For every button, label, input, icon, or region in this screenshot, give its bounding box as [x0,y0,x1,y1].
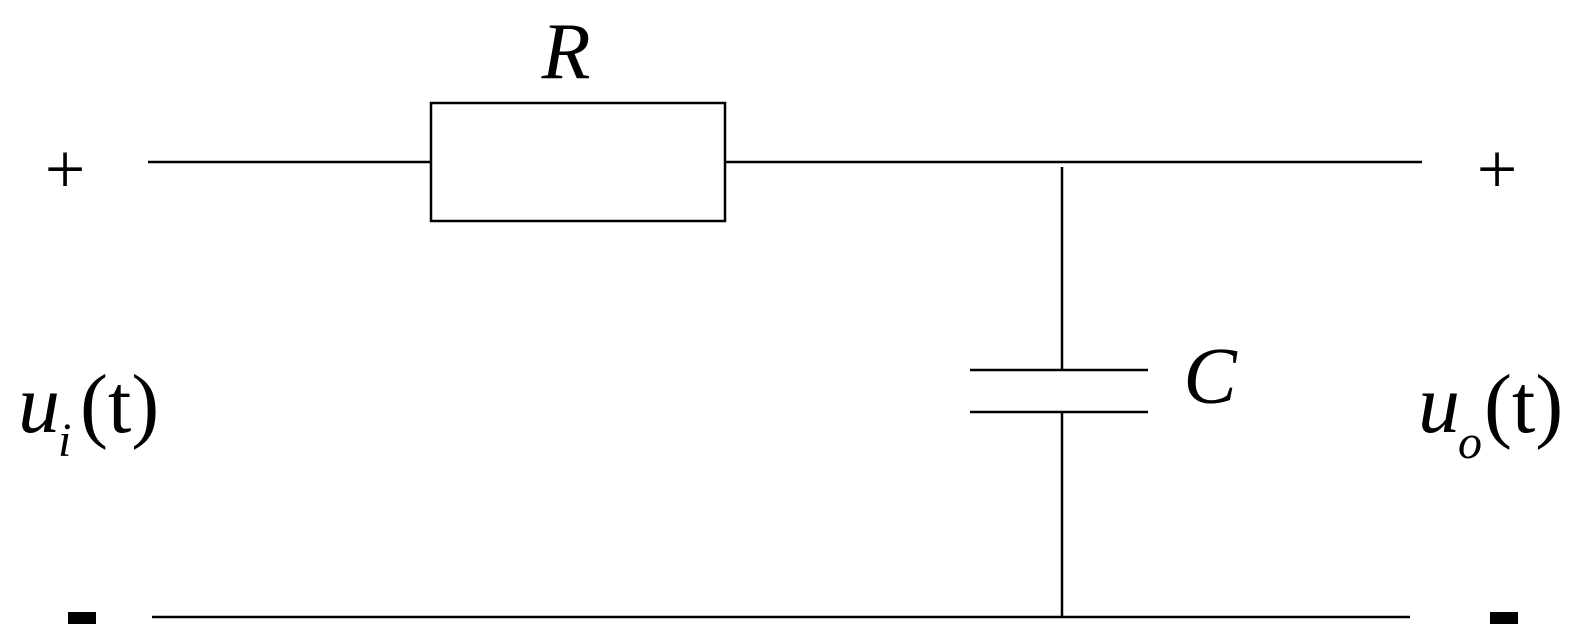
input-voltage-symbol: u [18,358,60,451]
input-plus-sign: + [45,129,86,209]
output-plus-sign: + [1477,129,1518,209]
output-minus-text: - [1504,639,1505,641]
input-voltage-argument: (t) [80,358,159,451]
output-minus-sign: - [1490,612,1518,641]
input-minus-sign: - [68,612,96,641]
output-voltage-label: u o (t) [1418,358,1563,469]
resistor-label: R [541,8,591,96]
input-minus-text: - [82,639,83,641]
input-voltage-subscript: i [58,414,71,467]
output-voltage-symbol: u [1418,358,1460,451]
capacitor-label: C [1183,333,1238,421]
resistor-symbol [429,101,727,223]
input-voltage-label: u i (t) [18,358,159,467]
output-voltage-subscript: o [1458,416,1482,469]
output-voltage-argument: (t) [1484,358,1563,451]
